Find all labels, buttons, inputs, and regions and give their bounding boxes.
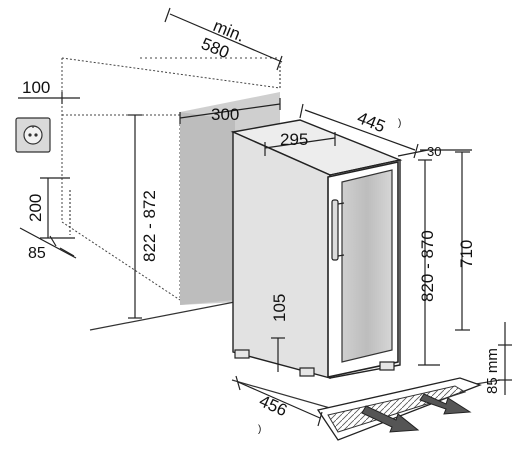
socket-depth-dimension (19, 227, 77, 259)
unit-depth-symbol: ) (398, 118, 401, 129)
unit-width-dimension (235, 375, 323, 427)
niche-height-value: 822 - 872 (140, 190, 159, 262)
door-handle (331, 199, 345, 261)
unit-depth-value: 445 (355, 108, 388, 136)
side-gap-value: 30 (427, 144, 441, 159)
door-height-value: 820 - 870 (418, 230, 437, 302)
cabinet-depth-dimension (264, 132, 336, 156)
cabinet-depth-value: 295 (280, 130, 308, 149)
plinth-height-value: 85 mm (484, 348, 501, 394)
power-socket-icon (15, 117, 51, 153)
socket-height-dimension (40, 177, 75, 239)
niche-side-shade (180, 112, 235, 305)
socket-depth-value: 85 (28, 245, 46, 262)
rear-opening-dimension (179, 98, 281, 124)
door-height-dimension (418, 159, 440, 366)
floor-line (89, 299, 246, 331)
side-gap-dimension (397, 149, 472, 157)
socket-offset-value: 100 (22, 78, 50, 97)
door-glass (341, 169, 393, 363)
niche-height-dimension (128, 114, 142, 319)
body-height-dimension (455, 151, 470, 331)
appliance-feet (234, 349, 395, 377)
socket-height-value: 200 (26, 194, 45, 222)
unit-width-symbol: ) (258, 424, 261, 435)
plinth-height-dimension (498, 322, 512, 395)
socket-offset-dimension (18, 92, 80, 104)
foot-height-value: 105 (270, 294, 289, 322)
airflow-in-arrow-icon (361, 405, 420, 433)
airflow-out-arrow-icon (419, 393, 472, 415)
rear-opening-value: 300 (211, 105, 239, 124)
depth-min-dimension (164, 7, 283, 88)
body-height-value: 710 (457, 240, 476, 268)
appliance-side (232, 130, 331, 379)
unit-depth-dimension (299, 103, 419, 159)
foot-height-dimension (271, 337, 285, 372)
